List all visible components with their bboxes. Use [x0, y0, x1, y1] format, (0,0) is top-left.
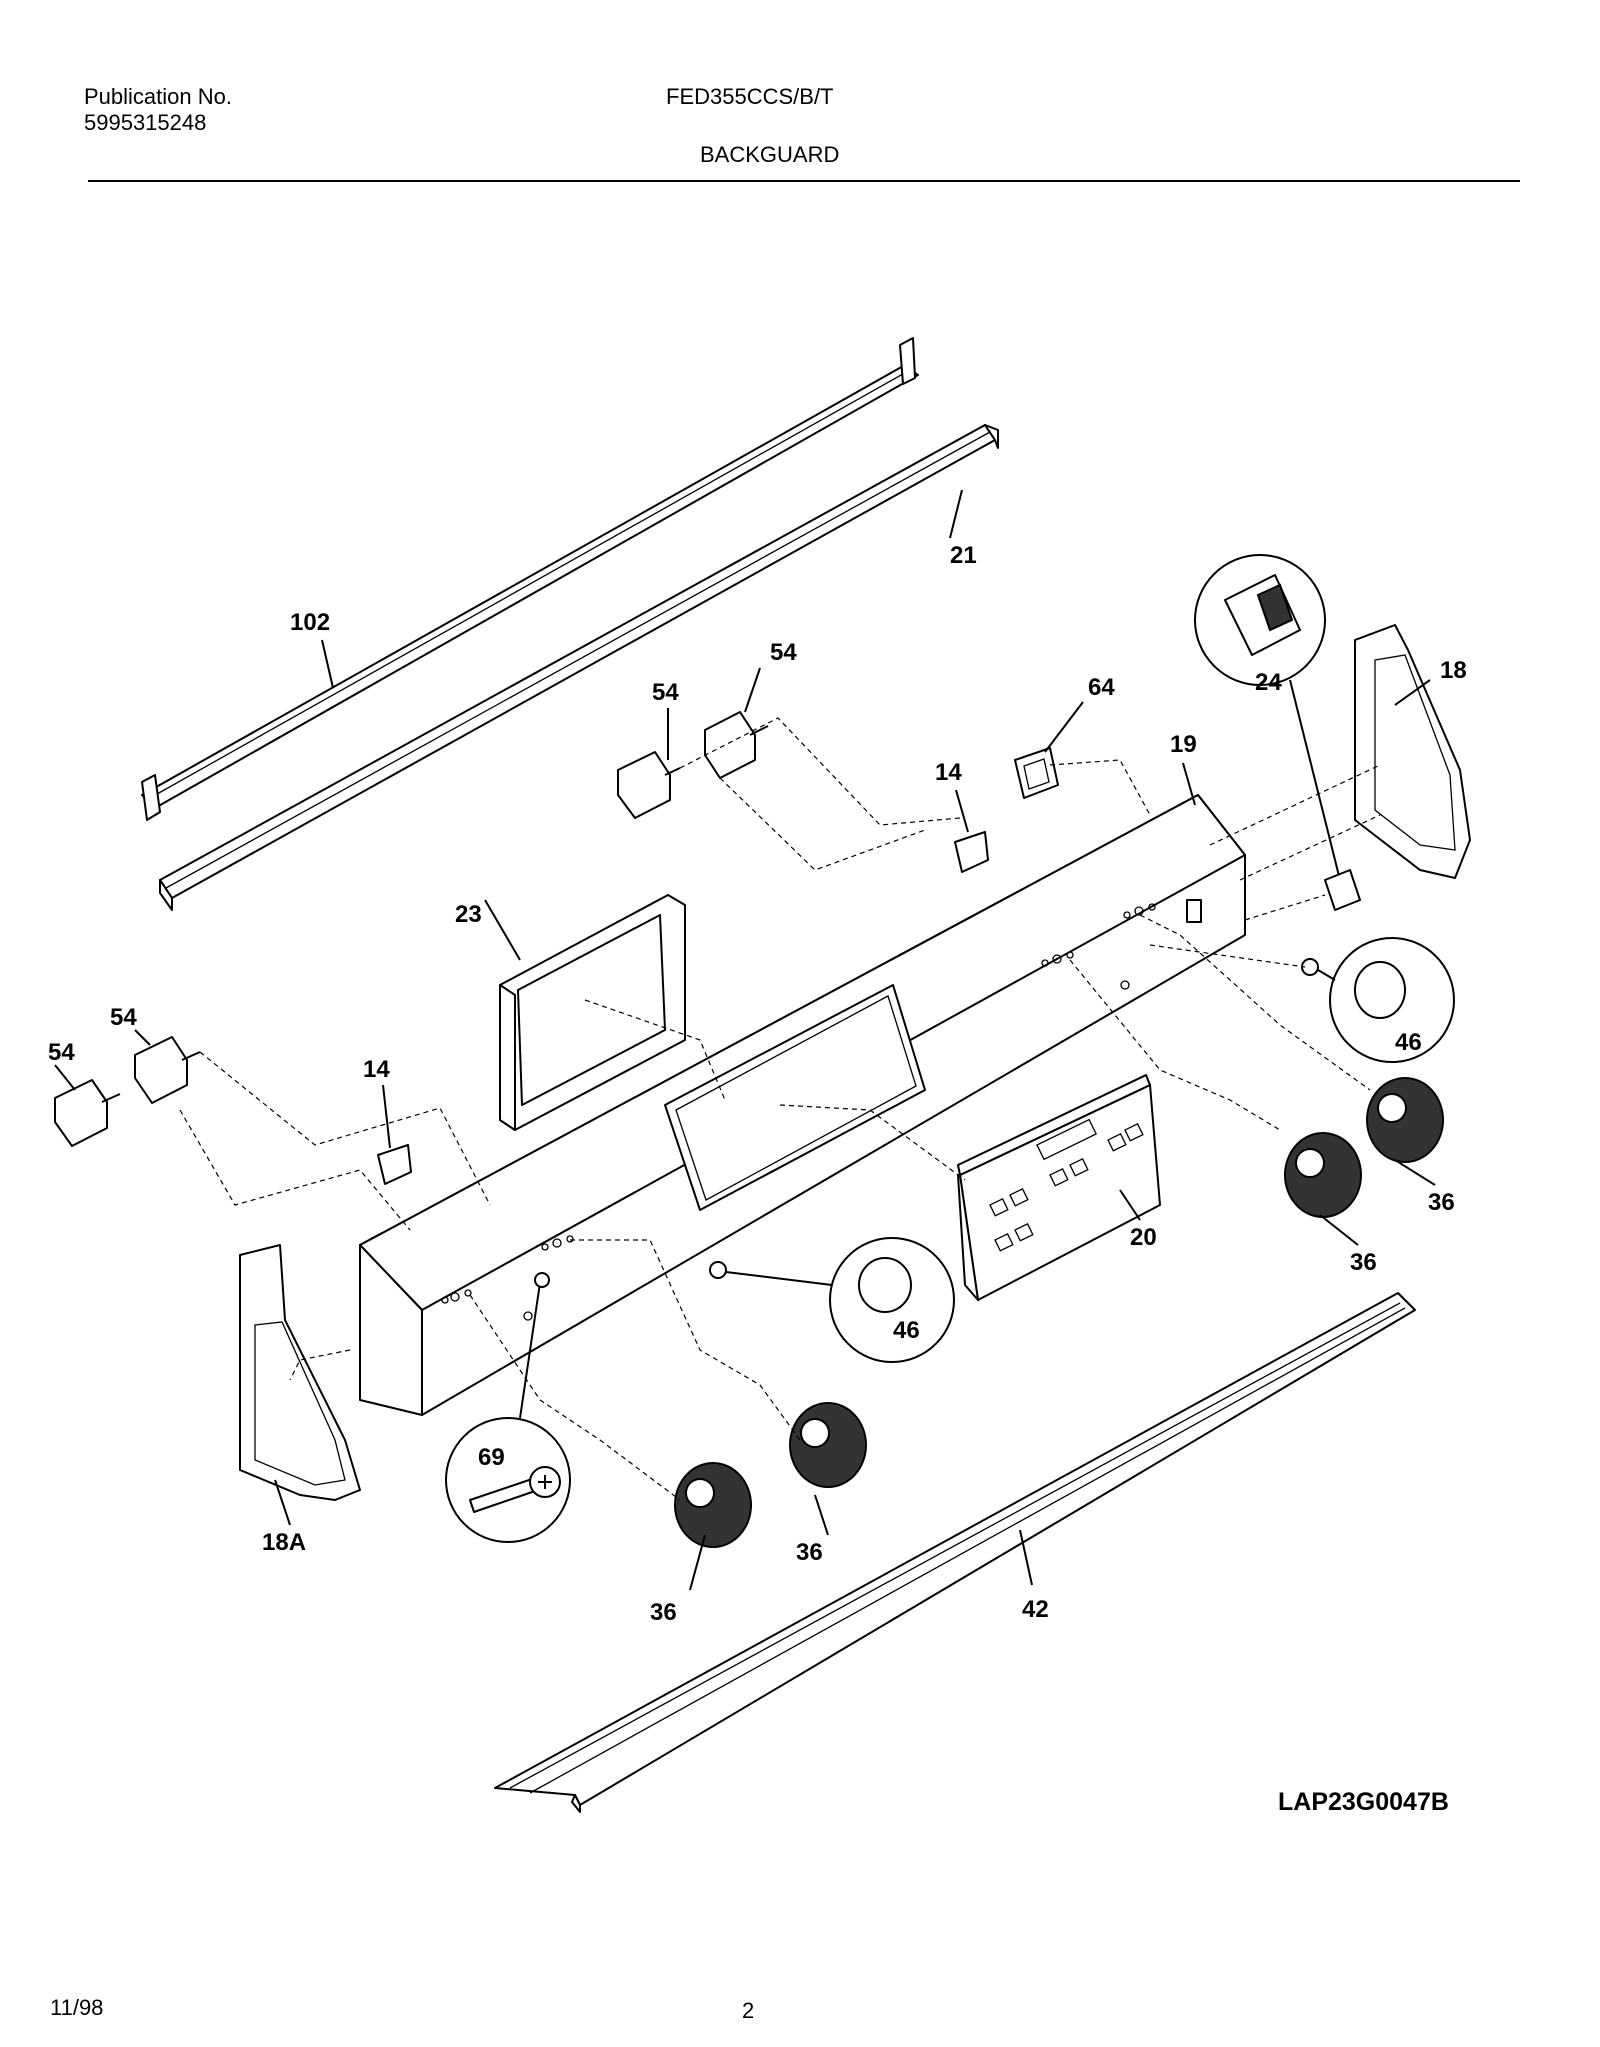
- part-54-switch-upper-left: [617, 751, 681, 819]
- part-42-lower-trim: [494, 1292, 1416, 1813]
- part-18a-left-end-cap: [239, 1244, 361, 1501]
- callout-54-lower-right: 54: [110, 1004, 137, 1031]
- callout-23: 23: [455, 901, 482, 928]
- callout-46-left: 46: [893, 1317, 920, 1344]
- part-23-bracket: [499, 894, 686, 1131]
- part-102-trim-strip: [141, 337, 919, 821]
- part-21-channel: [159, 424, 999, 911]
- callout-20: 20: [1130, 1224, 1157, 1251]
- callout-36-center-right: 36: [1350, 1249, 1377, 1276]
- callout-69: 69: [478, 1444, 505, 1471]
- callout-64: 64: [1088, 674, 1115, 701]
- part-54-switch-upper-right: [704, 711, 769, 779]
- callout-14-upper: 14: [935, 759, 962, 786]
- part-19-backguard-panel: [359, 794, 1246, 1416]
- callout-54-lower-left: 54: [48, 1039, 75, 1066]
- part-24-rocker-switch: [1194, 554, 1361, 911]
- callout-14-lower: 14: [363, 1056, 390, 1083]
- part-54-switch-lower-right: [134, 1036, 201, 1104]
- callout-36-center-left: 36: [796, 1539, 823, 1566]
- model-number: FED355CCS/B/T: [666, 84, 834, 109]
- publication-number: 5995315248: [84, 110, 207, 135]
- callout-102: 102: [290, 609, 330, 636]
- header-rule: [88, 180, 1520, 182]
- part-36-knob-2: [1284, 1132, 1362, 1218]
- part-18-right-end-cap: [1354, 624, 1471, 879]
- part-46-knob-left: [709, 1237, 955, 1363]
- callout-18a: 18A: [262, 1529, 306, 1556]
- part-20-control-module: [957, 1074, 1161, 1301]
- callout-36-left: 36: [650, 1599, 677, 1626]
- part-14-clip-lower: [377, 1144, 412, 1185]
- assembly-lines: [179, 717, 1381, 1501]
- part-64-indicator: [1014, 747, 1059, 799]
- publication-label: Publication No.: [84, 84, 232, 109]
- callout-19: 19: [1170, 731, 1197, 758]
- part-54-switch-lower-left: [54, 1079, 121, 1147]
- leader-lines: [54, 489, 1436, 1591]
- callout-42: 42: [1022, 1596, 1049, 1623]
- part-36-knob-1: [1366, 1077, 1444, 1163]
- callout-46-right: 46: [1395, 1029, 1422, 1056]
- page-number: 2: [742, 1998, 755, 2023]
- callout-54-upper-right: 54: [770, 639, 797, 666]
- part-36-knob-4: [674, 1462, 752, 1548]
- callout-21: 21: [950, 542, 977, 569]
- diagram-reference-code: LAP23G0047B: [1278, 1788, 1449, 1816]
- part-14-clip-upper: [954, 831, 989, 873]
- part-69-screw: [445, 1272, 571, 1543]
- callout-18: 18: [1440, 657, 1467, 684]
- callout-54-upper-left: 54: [652, 679, 679, 706]
- part-46-knob-right: [1301, 937, 1455, 1063]
- callout-36-right: 36: [1428, 1189, 1455, 1216]
- part-36-knob-3: [789, 1402, 867, 1488]
- section-title: BACKGUARD: [700, 142, 840, 167]
- callout-24: 24: [1255, 669, 1282, 696]
- footer-date: 11/98: [50, 1995, 104, 2020]
